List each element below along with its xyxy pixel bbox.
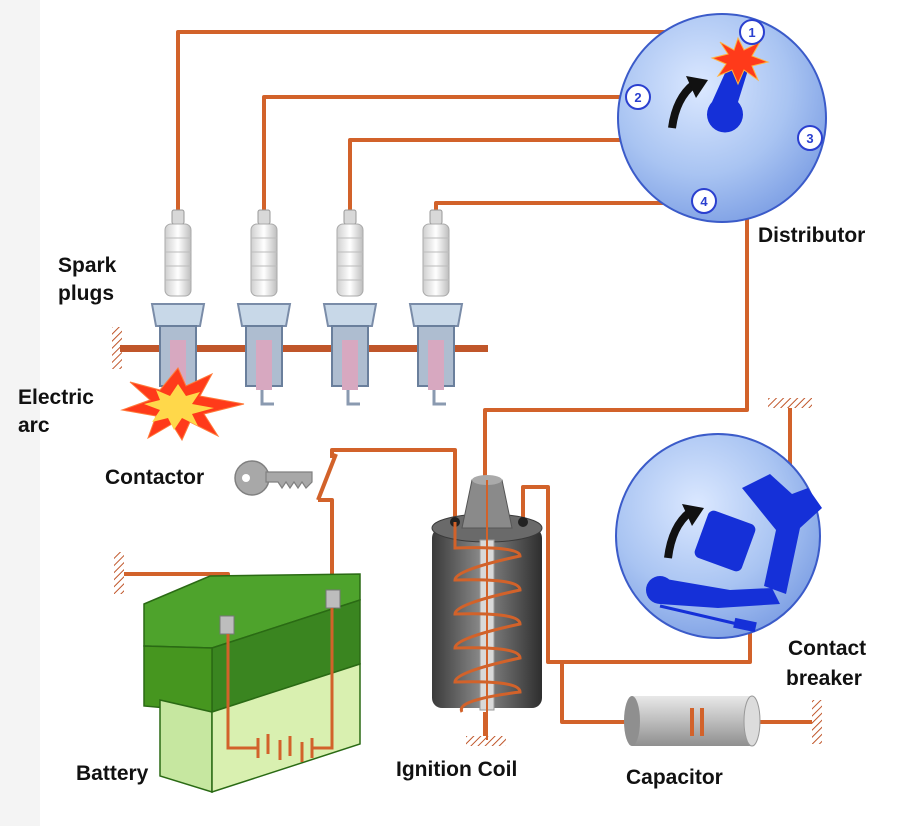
spark-plugs-label-line1: Spark bbox=[58, 254, 117, 277]
terminal-1-label: 1 bbox=[748, 25, 755, 40]
electric-arc-spark-icon bbox=[120, 367, 245, 442]
electric-arc-label-line2: arc bbox=[18, 414, 50, 437]
distributor-spark-icon bbox=[710, 36, 770, 86]
wire-plug2-terminal2 bbox=[262, 95, 626, 215]
spark-plug-1 bbox=[150, 209, 206, 406]
distributor: 1 2 3 4 bbox=[617, 13, 827, 223]
distributor-terminal-1: 1 bbox=[739, 19, 765, 45]
spark-plug-4 bbox=[408, 209, 464, 406]
contactor-switch bbox=[316, 453, 338, 501]
ignition-coil-label: Ignition Coil bbox=[396, 758, 517, 781]
distributor-terminal-3: 3 bbox=[797, 125, 823, 151]
key-icon bbox=[234, 460, 313, 496]
wire-battery-contactor bbox=[318, 498, 334, 596]
engine-ground-bar bbox=[112, 327, 488, 369]
distributor-rotation-arrow-icon bbox=[668, 76, 708, 129]
distributor-label: Distributor bbox=[758, 224, 865, 247]
coil-winding-icon bbox=[453, 522, 522, 713]
spark-plugs-label-line2: plugs bbox=[58, 282, 114, 305]
battery-positive-terminal bbox=[325, 589, 341, 609]
breaker-ground-icon bbox=[768, 398, 812, 408]
breaker-rotation-arrow-icon bbox=[664, 504, 704, 559]
wire-distributor-coil bbox=[483, 125, 749, 480]
wire-contactor-top bbox=[330, 448, 457, 522]
terminal-4-label: 4 bbox=[700, 194, 708, 209]
breaker-arm-icon bbox=[742, 474, 822, 594]
wire-plug4-terminal4 bbox=[434, 201, 692, 215]
battery-cells-icon bbox=[226, 608, 334, 762]
wire-plug1-terminal1 bbox=[176, 30, 740, 215]
spark-plug-2 bbox=[236, 209, 292, 406]
battery-negative-terminal bbox=[219, 615, 235, 635]
contact-breaker-label-line1: Contact bbox=[788, 637, 866, 660]
battery-ground-icon bbox=[114, 552, 124, 594]
distributor-terminal-2: 2 bbox=[625, 84, 651, 110]
spark-plug-3 bbox=[322, 209, 378, 406]
wire-coil-breaker bbox=[521, 485, 752, 664]
spark-plugs bbox=[150, 209, 464, 406]
capacitor-label: Capacitor bbox=[626, 766, 723, 789]
contactor-label: Contactor bbox=[105, 466, 204, 489]
coil-ground-icon bbox=[466, 736, 506, 746]
battery bbox=[114, 552, 361, 794]
contact-breaker-label-line2: breaker bbox=[786, 667, 862, 690]
contact-breaker bbox=[615, 398, 822, 639]
terminal-2-label: 2 bbox=[634, 90, 641, 105]
terminal-3-label: 3 bbox=[806, 131, 813, 146]
breaker-cam-icon bbox=[694, 510, 756, 572]
capacitor bbox=[624, 695, 822, 747]
capacitor-ground-icon bbox=[812, 700, 822, 744]
background-shade bbox=[0, 0, 40, 826]
distributor-terminal-4: 4 bbox=[691, 188, 717, 214]
battery-label: Battery bbox=[76, 762, 149, 785]
ignition-coil bbox=[431, 475, 543, 746]
electric-arc-label-line1: Electric bbox=[18, 386, 94, 409]
